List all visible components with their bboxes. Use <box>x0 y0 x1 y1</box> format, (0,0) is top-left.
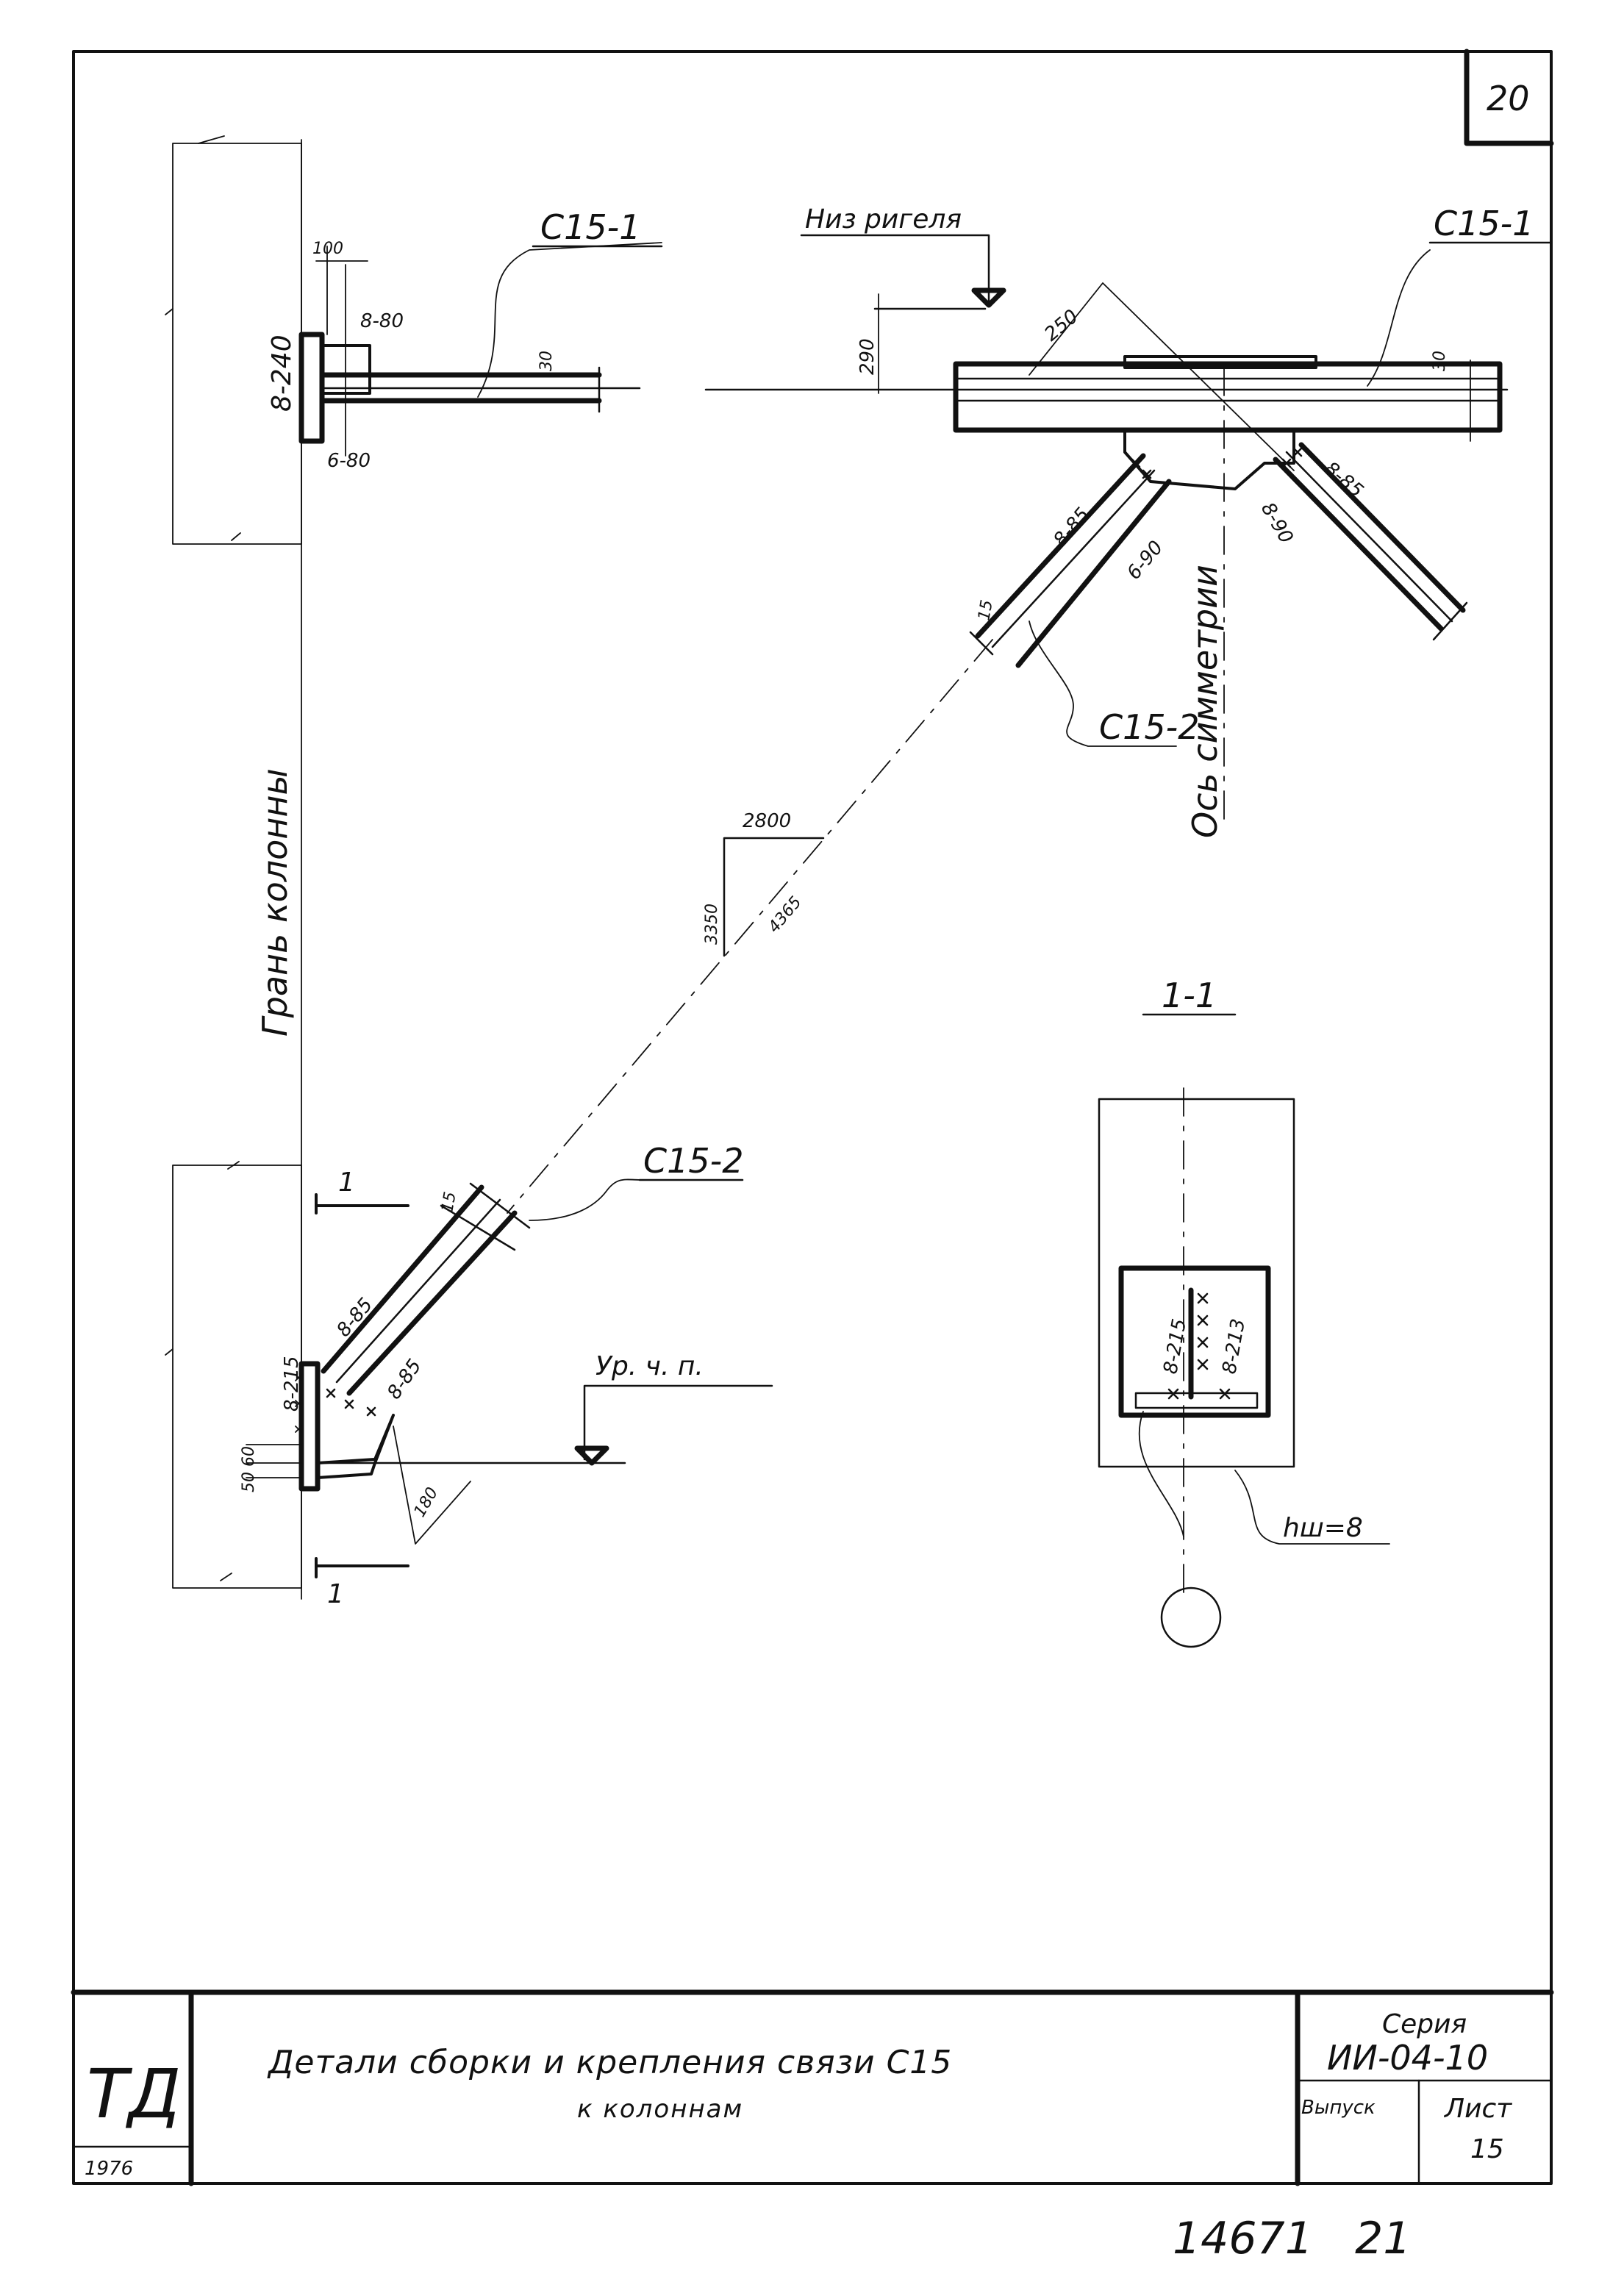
label-floor-level: Ур. ч. п. <box>595 1351 704 1381</box>
sheet-label: Лист <box>1443 2094 1512 2124</box>
dim-8-83: 8-85 <box>383 1355 426 1403</box>
series-label: Серия <box>1382 2009 1467 2039</box>
dim-250: 250 <box>1040 305 1082 346</box>
dim-100: 100 <box>312 240 343 258</box>
base-node-detail: 1 1 180 Ур. ч. п. С15-2 8-85 8-85 8-215 … <box>165 1141 773 1609</box>
dim-4365: 4365 <box>765 893 805 937</box>
bottom-numbers: 14671 21 <box>1173 2213 1411 2264</box>
dim-8-85-right-brace: 8-85 <box>1320 457 1367 502</box>
dim-15-base: 15 <box>438 1190 459 1214</box>
label-c15-2-bottom: С15-2 <box>643 1141 744 1181</box>
section-mark-top: 1 <box>338 1167 355 1198</box>
dim-290: 290 <box>856 338 879 375</box>
logo-td: ТД <box>87 2055 181 2133</box>
corner-number: 20 <box>1487 79 1530 118</box>
label-column-face: Грань колонны <box>255 768 295 1037</box>
series-value: ИИ-04-10 <box>1327 2038 1488 2078</box>
section-title: 1-1 <box>1162 976 1217 1015</box>
dim-15-top: 15 <box>975 598 996 622</box>
outer-frame <box>72 50 1553 2185</box>
dim-8-90: 8-90 <box>1256 499 1297 548</box>
issue-label: Выпуск <box>1301 2097 1376 2119</box>
corner-number-box: 20 <box>1464 49 1554 146</box>
column-top-detail: 100 8-80 8-240 6-80 30 С15-1 <box>165 135 663 1600</box>
dim-30-left: 30 <box>537 351 556 371</box>
label-c15-2-top: С15-2 <box>1099 707 1200 747</box>
brace-centerline <box>507 639 993 1214</box>
dim-8-213-section: 8-213 <box>1218 1317 1250 1376</box>
title-block: ТД 1976 Детали сборки и крепления связи … <box>71 1989 1554 2186</box>
dim-8-240: 8-240 <box>267 335 297 412</box>
dim-3350: 3350 <box>703 904 721 945</box>
section-1-1: 1-1 8-215 8-213 hш=8 <box>1098 976 1390 1648</box>
dim-8-215-section: 8-215 <box>1159 1317 1191 1376</box>
slope-triangle: 2800 3350 4365 <box>703 810 825 957</box>
label-symmetry-axis: Ось симметрии <box>1185 565 1225 838</box>
dim-50-60: 50 60 <box>240 1446 258 1492</box>
label-c15-1-right: С15-1 <box>1434 204 1534 243</box>
label-c15-1-left: С15-1 <box>540 207 641 247</box>
dim-180: 180 <box>411 1484 443 1520</box>
dim-6-80-top: 6-80 <box>327 450 371 472</box>
dim-6-90: 6-90 <box>1123 537 1167 584</box>
dim-8-215-base: 8-215 <box>281 1356 303 1412</box>
year: 1976 <box>85 2158 133 2180</box>
dim-2800: 2800 <box>743 810 791 832</box>
weld-symbol-circle <box>1160 1587 1222 1648</box>
drawing-title-line2: к колоннам <box>577 2095 743 2124</box>
drawing-title-line1: Детали сборки и крепления связи С15 <box>267 2044 952 2081</box>
dim-8-80-top: 8-80 <box>360 310 404 332</box>
label-weld-leg: hш=8 <box>1283 1513 1363 1543</box>
label-bottom-of-beam: Низ ригеля <box>805 204 962 235</box>
section-mark-bottom: 1 <box>327 1579 344 1609</box>
sheet-value: 15 <box>1470 2134 1504 2164</box>
beam-node-detail: Низ ригеля 290 250 Ось симметрии 8-85 6-… <box>704 204 1553 838</box>
dim-30-right: 30 <box>1431 351 1449 371</box>
